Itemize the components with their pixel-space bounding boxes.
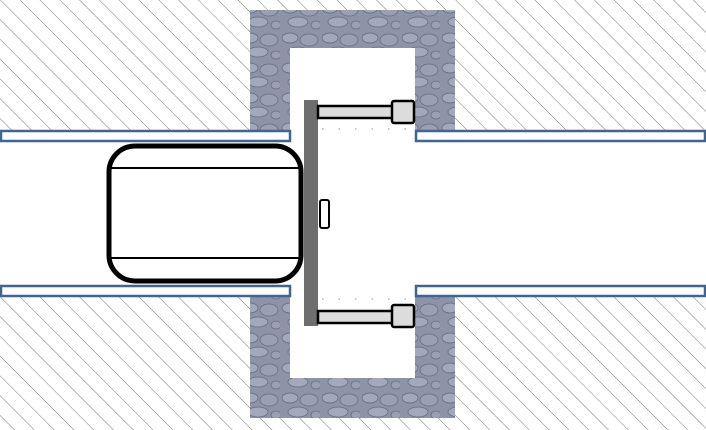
sliding-gate <box>304 100 318 326</box>
rail-top-left <box>0 129 292 143</box>
gate-handle <box>319 199 330 229</box>
vehicle <box>106 143 304 284</box>
actuator-top <box>316 99 416 125</box>
actuator-bottom <box>316 303 416 329</box>
rail-bottom-left <box>0 284 292 298</box>
rail-top-right <box>414 129 706 143</box>
rail-bottom-right <box>414 284 706 298</box>
rails <box>0 129 706 298</box>
